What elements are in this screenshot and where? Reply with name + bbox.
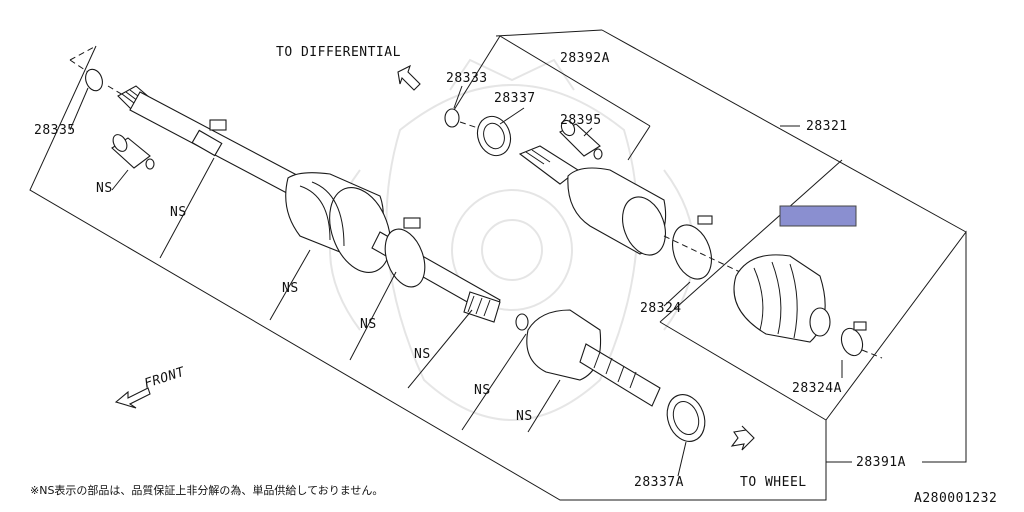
label-to-differential: TO DIFFERENTIAL [276, 45, 401, 60]
arrow-front-icon [114, 387, 151, 409]
ns-label-7: NS [516, 409, 533, 424]
ns-label-6: NS [474, 383, 491, 398]
part-28333[interactable]: 28333 [446, 71, 488, 86]
ns-label-4: NS [360, 317, 377, 332]
highlight-box [779, 205, 857, 227]
ns-label-2: NS [170, 205, 187, 220]
assembly-frame [29, 29, 967, 501]
inner-joint-parts [444, 108, 741, 280]
part-28391A[interactable]: 28391A [856, 455, 906, 470]
outer-boot [733, 254, 883, 359]
part-28321[interactable]: 28321 [806, 119, 848, 134]
label-front: FRONT [143, 364, 188, 391]
arrow-to-wheel-icon [730, 425, 755, 451]
part-28335[interactable]: 28335 [34, 123, 76, 138]
label-to-wheel: TO WHEEL [740, 475, 807, 490]
ns-label-3: NS [282, 281, 299, 296]
left-dash-connector [69, 45, 129, 99]
arrow-to-differential-icon [397, 64, 421, 91]
footnote: ※NS表示の部品は、品質保証上非分解の為、単品供給しておりません。 [30, 483, 383, 497]
part-28324[interactable]: 28324 [640, 301, 682, 316]
axle-shaft [85, 68, 311, 201]
leader-lines [69, 85, 852, 477]
ns-label-5: NS [414, 347, 431, 362]
part-28337A[interactable]: 28337A [634, 475, 684, 490]
outer-joint [526, 309, 706, 442]
intermediate-shaft [371, 217, 529, 331]
inner-boot [285, 172, 391, 273]
part-28324A[interactable]: 28324A [792, 381, 842, 396]
sub-assembly-frame [453, 35, 843, 421]
ns-label-1: NS [96, 181, 113, 196]
figure-code: A280001232 [914, 491, 997, 506]
part-28395[interactable]: 28395 [560, 113, 602, 128]
part-28392A[interactable]: 28392A [560, 51, 610, 66]
part-28337[interactable]: 28337 [494, 91, 536, 106]
